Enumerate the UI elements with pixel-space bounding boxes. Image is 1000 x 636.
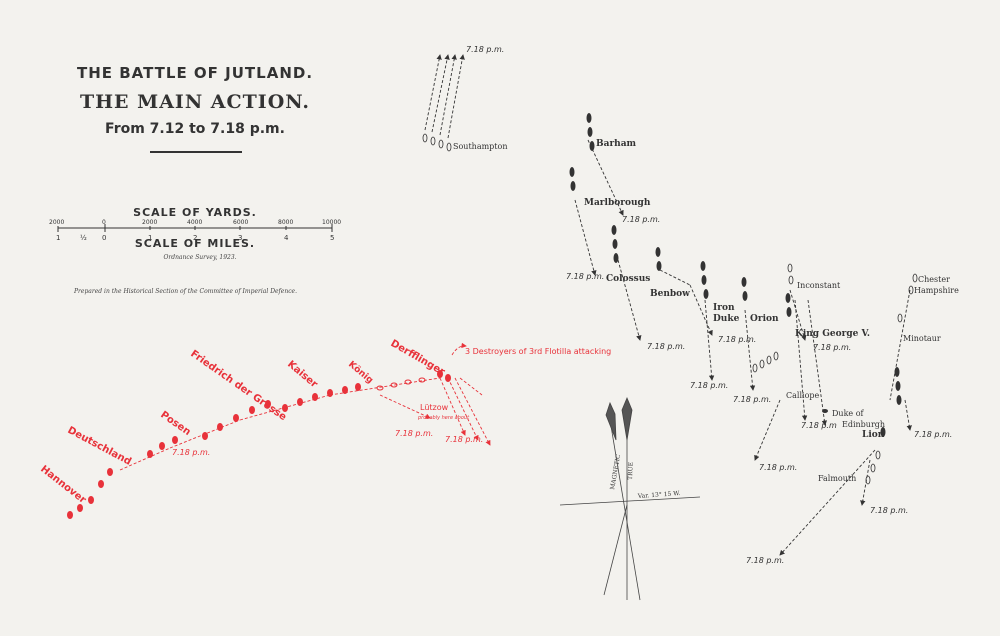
mile-tick: 1	[56, 234, 60, 242]
mile-tick: 2	[193, 234, 197, 242]
time-label: 7.18 p.m.	[813, 343, 851, 352]
time-label: 7.18 p.m.	[718, 335, 756, 344]
map-time-range: From 7.12 to 7.18 p.m.	[105, 121, 285, 137]
time-label: 7.18 p.m.	[566, 272, 604, 281]
mile-tick: 4	[284, 234, 289, 242]
prepared-note: Prepared in the Historical Section of th…	[74, 288, 298, 295]
scale-bar	[57, 224, 333, 232]
ship-label-deutschland: Deutschland	[66, 425, 133, 468]
ship-label-duke-of: Duke of	[832, 409, 865, 418]
ship-label-derfflinger: Derfflinger	[389, 338, 447, 378]
compass-magnetic: MAGNETIC	[609, 453, 622, 490]
ship-label-posen: Posen	[158, 409, 192, 438]
map-title: THE BATTLE OF JUTLAND.	[76, 64, 314, 82]
time-label: 7.18 p.m.	[647, 342, 685, 351]
ship-label-konig: König	[346, 360, 375, 386]
british-ship-markers	[569, 113, 902, 437]
time-label: 7.18 p.m.	[690, 381, 728, 390]
ship-label-king-george: King George V.	[795, 329, 870, 339]
compass-rose	[559, 396, 701, 601]
scale-yards-title: SCALE OF YARDS.	[133, 206, 257, 219]
ship-label-marlborough: Marlborough	[584, 198, 651, 208]
ship-label-duke: Duke	[713, 314, 740, 324]
time-label: 7.18 p.m.	[733, 395, 771, 404]
mile-tick: ½	[80, 234, 87, 242]
time-label: 7.18 p.m.	[622, 215, 660, 224]
mile-tick: 1	[148, 234, 152, 242]
compass-variation: Var. 13° 15 W.	[637, 490, 681, 500]
ship-label-benbow: Benbow	[650, 289, 690, 299]
map-subtitle: THE MAIN ACTION.	[79, 91, 311, 113]
yard-tick: 0	[102, 219, 106, 226]
ship-label-barham: Barham	[596, 139, 637, 149]
ordnance-note: Ordnance Survey, 1923.	[163, 254, 237, 261]
ship-label-hampshire: Hampshire	[914, 286, 959, 295]
ship-label-southampton: Southampton	[453, 142, 507, 151]
ship-label-colossus: Colossus	[606, 274, 650, 284]
time-label: 7.18 p.m.	[870, 506, 908, 515]
time-label: 7.18 p.m.	[466, 45, 504, 54]
yard-tick: 2000	[142, 219, 157, 226]
compass-true: TRUE	[627, 462, 635, 480]
scale-miles-title: SCALE OF MILES.	[134, 237, 256, 250]
ship-label-minotaur: Minotaur	[903, 334, 941, 343]
cruiser-markers	[422, 133, 918, 485]
ship-label-lutzow: Lützow	[420, 403, 449, 412]
yard-tick: 2000	[49, 219, 64, 226]
yard-tick: 10000	[322, 219, 341, 226]
title-rule	[150, 151, 242, 153]
ship-label-kaiser: Kaiser	[285, 359, 319, 390]
time-label: 7.18 p.m.	[395, 429, 433, 438]
ship-label-chester: Chester	[918, 275, 950, 284]
yard-tick: 4000	[187, 219, 202, 226]
british-tracks	[424, 54, 912, 556]
ship-label-falmouth: Falmouth	[818, 474, 856, 483]
yard-tick: 6000	[233, 219, 248, 226]
time-label: 7.18 p.m.	[914, 430, 952, 439]
ship-label-hannover: Hannover	[38, 464, 88, 506]
time-label: 7.18 p.m.	[759, 463, 797, 472]
lutzow-note: probably here about	[417, 415, 470, 421]
destroyers-note: 3 Destroyers of 3rd Flotilla attacking	[465, 347, 611, 356]
ship-label-calliope: Calliope	[786, 391, 820, 400]
ship-label-orion: Orion	[750, 314, 779, 324]
yard-tick: 8000	[278, 219, 293, 226]
ship-label-inconstant: Inconstant	[797, 281, 841, 290]
time-label: 7.18 p.m	[801, 421, 837, 430]
time-label: 7.18 p.m.	[172, 448, 210, 457]
time-label: 7.18 p.m.	[746, 556, 784, 565]
mile-tick: 0	[102, 234, 106, 242]
ship-label-friedrich: Friedrich der Grosse	[188, 348, 288, 423]
mile-tick: 5	[330, 234, 334, 242]
mile-tick: 3	[238, 234, 242, 242]
time-label: 7.18 p.m.	[445, 435, 483, 444]
german-ship-markers	[67, 370, 451, 519]
ship-label-iron: Iron	[713, 303, 735, 313]
german-cruiser-markers	[376, 377, 426, 391]
ship-label-edinburgh: Edinburgh	[842, 420, 885, 429]
ship-label-lion: Lion	[862, 430, 885, 440]
